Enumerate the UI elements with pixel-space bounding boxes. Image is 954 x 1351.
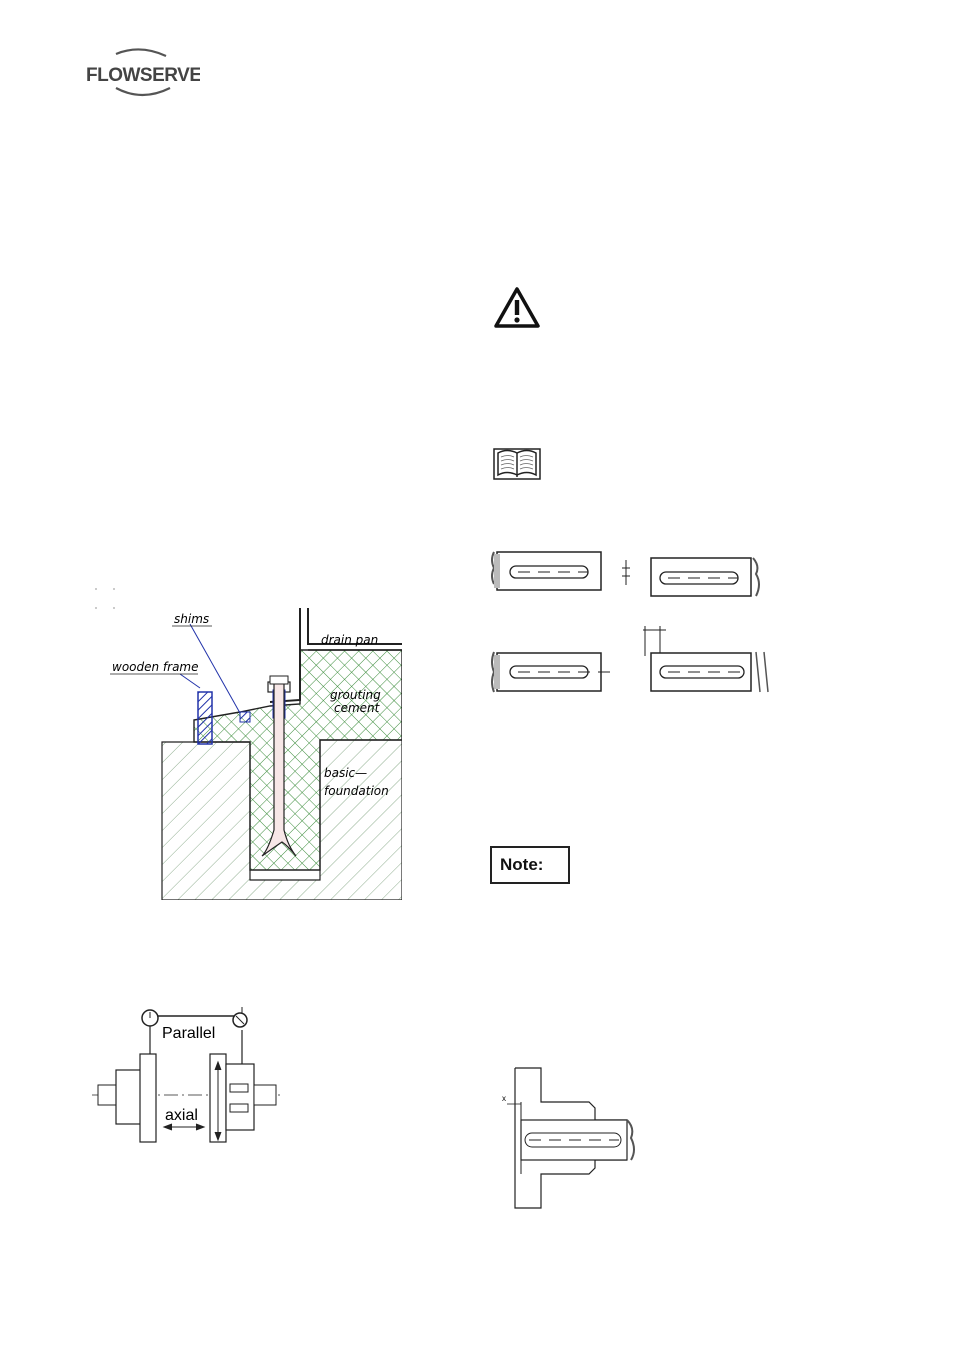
label-x: x [502,1094,506,1103]
book-icon [493,448,541,480]
book-icon-wrap [493,445,541,481]
label-basic: basic— [324,766,367,780]
shaft-lower-left [491,651,613,693]
logo-text: FLOWSERVE [86,65,200,86]
warning-icon-wrap [493,286,541,330]
label-foundation: foundation [324,784,389,798]
flowserve-logo-icon: FLOWSERVE [86,48,202,97]
shaft-upper-left [491,551,602,591]
note-label-box: Note: [490,846,570,884]
scan-marks [92,586,122,614]
warning-triangle-icon [494,287,540,328]
shaft-alignment-figure [488,540,778,700]
label-cement: cement [334,701,381,715]
shaft-lower-right [650,651,769,693]
dial-indicator-figure: Parallel axial [92,1000,282,1150]
flowserve-logo: FLOWSERVE [80,48,202,102]
foundation-figure: shims drain pan wooden frame grouting ce… [90,580,403,901]
note-label: Note: [500,855,544,874]
label-drain-pan: drain pan [321,633,378,647]
flange-figure: x [495,1062,645,1214]
label-parallel: Parallel [162,1025,215,1042]
label-axial: axial [165,1107,198,1124]
label-grouting: grouting [330,688,381,702]
label-wooden-frame: wooden frame [112,660,199,674]
shaft-upper-right [650,557,760,597]
label-shims: shims [174,612,209,626]
